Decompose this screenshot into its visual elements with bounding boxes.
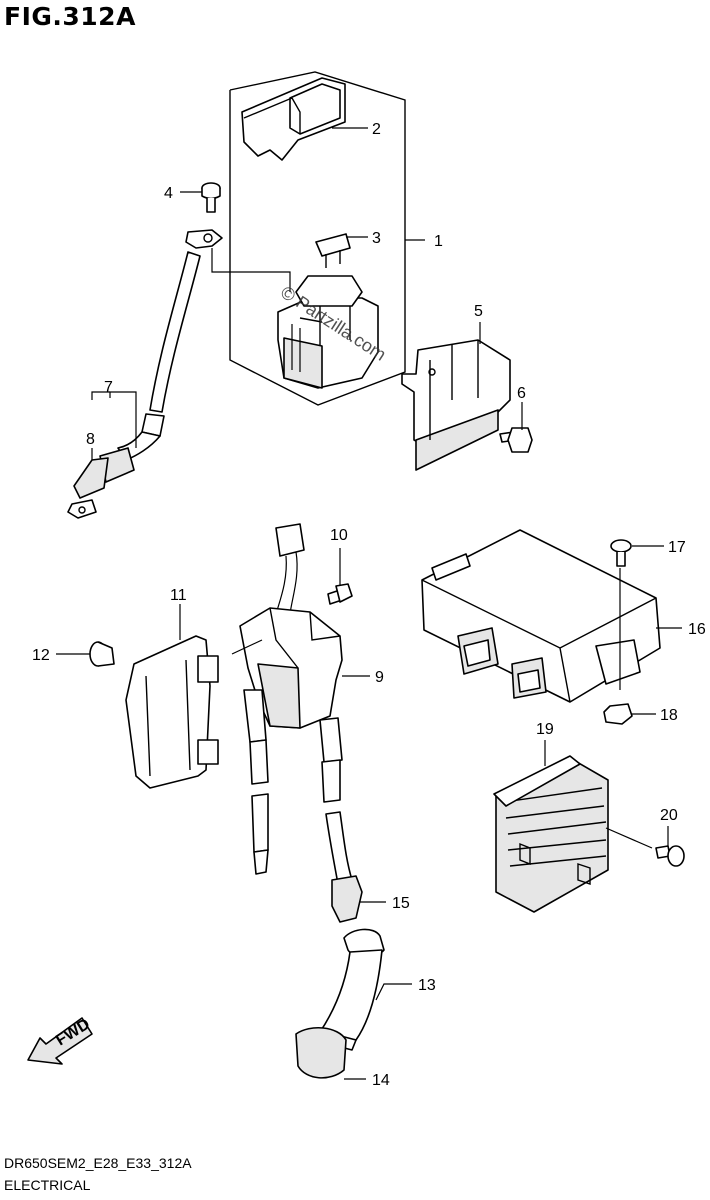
callout-9: 9	[375, 669, 384, 686]
callout-1: 1	[434, 233, 443, 250]
high-tension-lead[interactable]	[321, 759, 353, 885]
callout-15: 15	[392, 895, 410, 912]
assembly-outline-1	[229, 71, 406, 406]
callout-18: 18	[660, 707, 678, 724]
callout-12: 12	[32, 647, 50, 664]
callout-14: 14	[372, 1072, 390, 1089]
bolt-part-4[interactable]	[201, 182, 221, 213]
coil-lead-left[interactable]	[249, 739, 269, 875]
terminal-boot-part-8[interactable]	[67, 447, 135, 519]
fwd-arrow-icon: FWD	[27, 1016, 93, 1065]
callout-16: 16	[688, 621, 706, 638]
screw-part-17[interactable]	[610, 539, 632, 567]
relay-cover-part-2[interactable]	[241, 77, 346, 161]
starter-relay-body[interactable]	[277, 275, 379, 389]
ignition-coil-part-9[interactable]	[239, 607, 343, 763]
bolt-part-10[interactable]	[327, 583, 353, 605]
callout-5: 5	[474, 303, 483, 320]
plug-cover-part-14[interactable]	[295, 1027, 347, 1079]
callout-11: 11	[170, 587, 187, 604]
bolt-part-12[interactable]	[89, 641, 115, 667]
diagram-name: ELECTRICAL	[4, 1177, 91, 1193]
fuse-part-3[interactable]	[315, 233, 351, 268]
regulator-part-19[interactable]	[493, 755, 609, 913]
diagram-code: DR650SEM2_E28_E33_312A	[4, 1155, 192, 1171]
callout-17: 17	[668, 539, 686, 556]
relay-bracket-part-5[interactable]	[401, 339, 511, 471]
coil-connector[interactable]	[275, 523, 305, 615]
callout-7: 7	[104, 379, 113, 396]
callout-19: 19	[536, 721, 554, 738]
callout-13: 13	[418, 977, 436, 994]
callout-10: 10	[330, 527, 348, 544]
callout-labels: 1 2 3 4 5 6 7 8 9 10 11 12 13 14 15 16 1…	[32, 121, 706, 1089]
callout-6: 6	[517, 385, 526, 402]
bolt-part-20[interactable]	[655, 845, 685, 867]
callout-20: 20	[660, 807, 678, 824]
callout-3: 3	[372, 230, 381, 247]
callout-2: 2	[372, 121, 381, 138]
callout-4: 4	[164, 185, 173, 202]
ecm-unit-part-16[interactable]	[421, 529, 661, 703]
coil-bracket-part-11[interactable]	[125, 635, 219, 789]
callout-8: 8	[86, 431, 95, 448]
bolt-part-6[interactable]	[499, 427, 533, 453]
figure-title: FIG.312A	[4, 2, 136, 31]
leader-lines	[56, 127, 682, 1080]
nut-part-18[interactable]	[603, 703, 633, 725]
plug-boot-part-15[interactable]	[331, 875, 363, 923]
battery-cable-part-7[interactable]	[117, 229, 223, 461]
